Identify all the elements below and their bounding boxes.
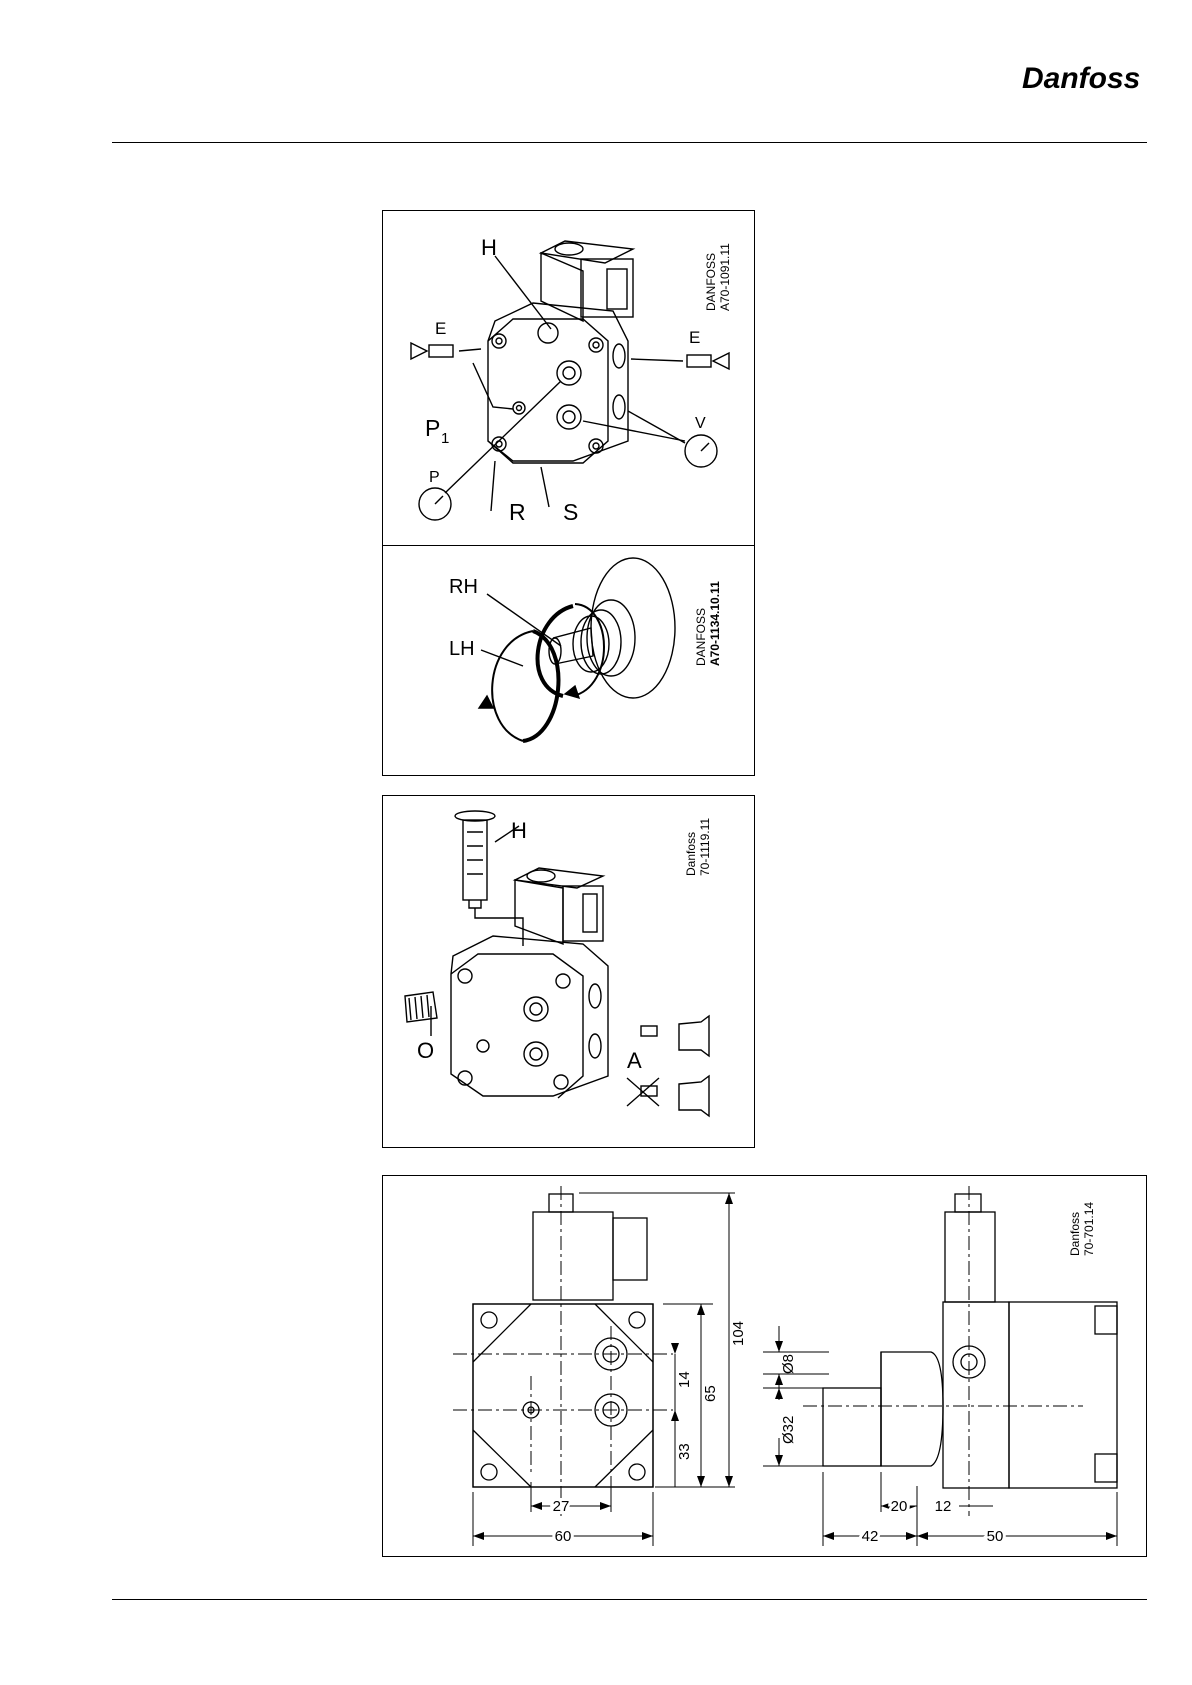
figure-pump-connections: H E E P 1 P V R S DANFOSS A70-1091.11 [382, 210, 755, 546]
danfoss-logo: Danfoss [1018, 52, 1146, 102]
dim-104: 104 [730, 1321, 747, 1346]
figure-code-line1: DANFOSS [704, 253, 718, 311]
dim-65: 65 [702, 1385, 719, 1402]
dim-50: 50 [987, 1528, 1004, 1545]
figure-code-line2: A70-1134.10.11 [708, 581, 722, 666]
figure-accessories: H O A Danfoss 70-1119.11 [382, 795, 755, 1148]
dim-33: 33 [676, 1443, 693, 1460]
label-h: H [511, 818, 527, 843]
figure-code-line2: 70-1119.11 [698, 818, 712, 876]
label-p1: P [425, 415, 440, 441]
figure-dimensions: 104 65 14 33 27 60 Ø8 Ø32 20 12 42 50 Da… [382, 1175, 1147, 1557]
figure-code-line1: Danfoss [684, 832, 698, 876]
pump-connections-drawing: H E E P 1 P V R S DANFOSS A70-1091.11 [383, 211, 756, 547]
dim-27: 27 [553, 1498, 570, 1515]
label-h: H [481, 235, 497, 260]
rotation-direction-drawing: RH LH DANFOSS A70-1134.10.11 [383, 546, 756, 777]
label-e-right: E [689, 328, 700, 347]
dim-d8: Ø8 [780, 1354, 797, 1374]
label-e-left: E [435, 319, 446, 338]
accessories-drawing: H O A Danfoss 70-1119.11 [383, 796, 756, 1149]
danfoss-logo-text: Danfoss [1022, 62, 1140, 95]
label-rh: RH [449, 576, 478, 598]
dim-20: 20 [891, 1498, 908, 1515]
label-v: V [695, 415, 706, 432]
label-r: R [509, 499, 526, 525]
label-a: A [627, 1048, 642, 1073]
header-rule [112, 142, 1147, 143]
dim-12: 12 [935, 1498, 952, 1515]
figure-code-line1: Danfoss [1068, 1212, 1082, 1256]
figure-code-line2: 70-701.14 [1082, 1202, 1096, 1256]
footer-rule [112, 1599, 1147, 1600]
label-p: P [429, 469, 440, 486]
label-lh: LH [449, 638, 475, 660]
label-p1-subscript: 1 [441, 430, 449, 447]
dim-42: 42 [862, 1528, 879, 1545]
dimensions-drawing: 104 65 14 33 27 60 Ø8 Ø32 20 12 42 50 Da… [383, 1176, 1148, 1558]
dim-d32: Ø32 [780, 1416, 797, 1444]
dim-60: 60 [555, 1528, 572, 1545]
figure-rotation-direction: RH LH DANFOSS A70-1134.10.11 [382, 545, 755, 776]
figure-code-line1: DANFOSS [694, 608, 708, 666]
label-s: S [563, 499, 578, 525]
label-o: O [417, 1038, 434, 1063]
figure-code-line2: A70-1091.11 [718, 243, 732, 311]
dim-14: 14 [676, 1371, 693, 1388]
